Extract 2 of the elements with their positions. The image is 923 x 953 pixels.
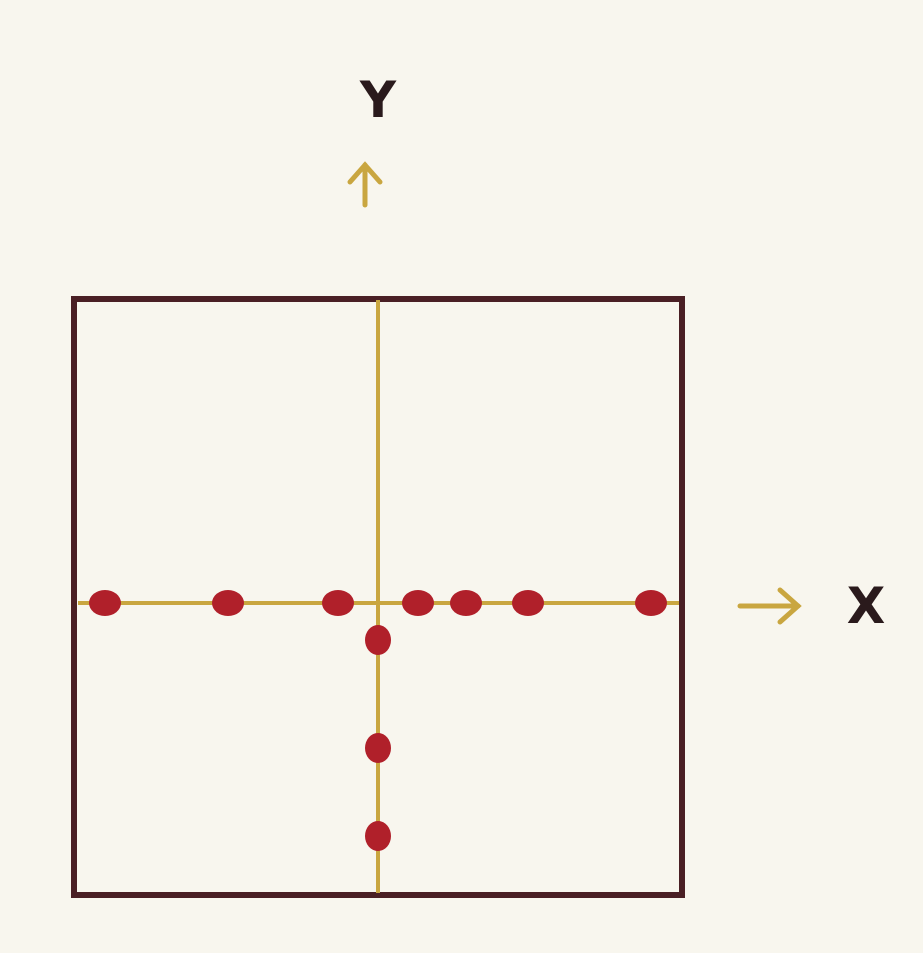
axis-label: X bbox=[846, 581, 886, 631]
axis-label: Y bbox=[360, 75, 396, 125]
